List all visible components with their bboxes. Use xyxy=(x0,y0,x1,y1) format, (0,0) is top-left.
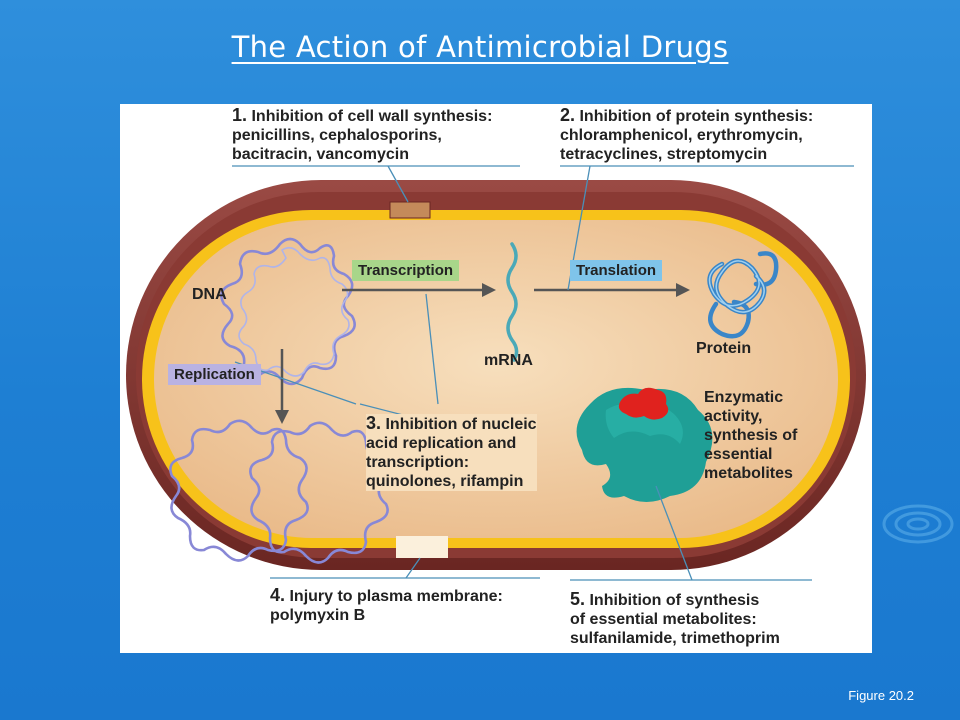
enzymatic-line4: essential xyxy=(704,446,773,463)
enzymatic-line5: metabolites xyxy=(704,465,793,482)
translation-arrow xyxy=(534,283,690,297)
protein-label: Protein xyxy=(696,340,752,357)
callout-5-line3: sulfanilamide, trimethoprim xyxy=(570,630,780,647)
callout-3-line4: quinolones, rifampin xyxy=(366,473,524,490)
membrane-gap xyxy=(396,536,448,558)
enzymatic-line1: Enzymatic xyxy=(704,389,784,406)
callout-3-line3: transcription: xyxy=(366,454,470,471)
callout-protein-synthesis: 2. Inhibition of protein synthesis: chlo… xyxy=(560,106,813,164)
callout-cell-wall: 1. Inhibition of cell wall synthesis: pe… xyxy=(232,106,492,164)
callout-3-line2: acid replication and xyxy=(366,435,517,452)
callout-1-line2: penicillins, cephalosporins, xyxy=(232,127,442,144)
callout-1-line1: Inhibition of cell wall synthesis: xyxy=(251,108,493,125)
cell-wall-notch xyxy=(389,201,431,219)
enzymatic-line2: activity, xyxy=(704,408,763,425)
figure-panel: 1. Inhibition of cell wall synthesis: pe… xyxy=(120,104,872,653)
mrna-strand xyxy=(506,242,519,362)
ripple-decoration xyxy=(882,504,954,544)
protein-coil-highlight xyxy=(708,260,765,313)
dna-circle xyxy=(220,237,356,386)
callout-5-line2: of essential metabolites: xyxy=(570,611,757,628)
mrna-label: mRNA xyxy=(484,352,533,369)
enzyme-molecule xyxy=(576,387,713,502)
callout-metabolites: 5. Inhibition of synthesis of essential … xyxy=(570,590,780,648)
callout-1-number: 1. xyxy=(232,105,248,125)
translation-box: Translation xyxy=(570,260,663,281)
callout-nucleic-acid: 3. Inhibition of nucleic acid replicatio… xyxy=(366,414,537,491)
callout-2-line3: tetracyclines, streptomycin xyxy=(560,146,768,163)
callout-4-line1: Injury to plasma membrane: xyxy=(289,588,503,605)
callout-2-number: 2. xyxy=(560,105,576,125)
callout-4-number: 4. xyxy=(270,585,286,605)
enzymatic-activity-label: Enzymatic activity, synthesis of essenti… xyxy=(704,388,797,483)
figure-caption: Figure 20.2 xyxy=(848,688,914,703)
cell-diagram xyxy=(126,165,866,581)
callout-5-line1: Inhibition of synthesis xyxy=(589,592,760,609)
callout-3-number: 3. xyxy=(366,413,382,433)
callout-4-line2: polymyxin B xyxy=(270,607,366,624)
callout-plasma-membrane: 4. Injury to plasma membrane: polymyxin … xyxy=(270,586,503,625)
replication-arrow xyxy=(275,349,289,424)
transcription-arrow xyxy=(342,283,496,297)
enzymatic-line3: synthesis of xyxy=(704,427,798,444)
daughter-dna-1 xyxy=(169,419,309,562)
callout-2-line1: Inhibition of protein synthesis: xyxy=(579,108,814,125)
replication-box: Replication xyxy=(168,364,261,385)
leader-lines xyxy=(232,165,854,581)
slide-title: The Action of Antimicrobial Drugs xyxy=(231,30,729,64)
callout-1-line3: bacitracin, vancomycin xyxy=(232,146,409,163)
callout-3-line1: Inhibition of nucleic xyxy=(385,416,537,433)
dna-label: DNA xyxy=(192,286,227,303)
callout-2-line2: chloramphenicol, erythromycin, xyxy=(560,127,803,144)
transcription-box: Transcription xyxy=(352,260,460,281)
callout-5-number: 5. xyxy=(570,589,586,609)
